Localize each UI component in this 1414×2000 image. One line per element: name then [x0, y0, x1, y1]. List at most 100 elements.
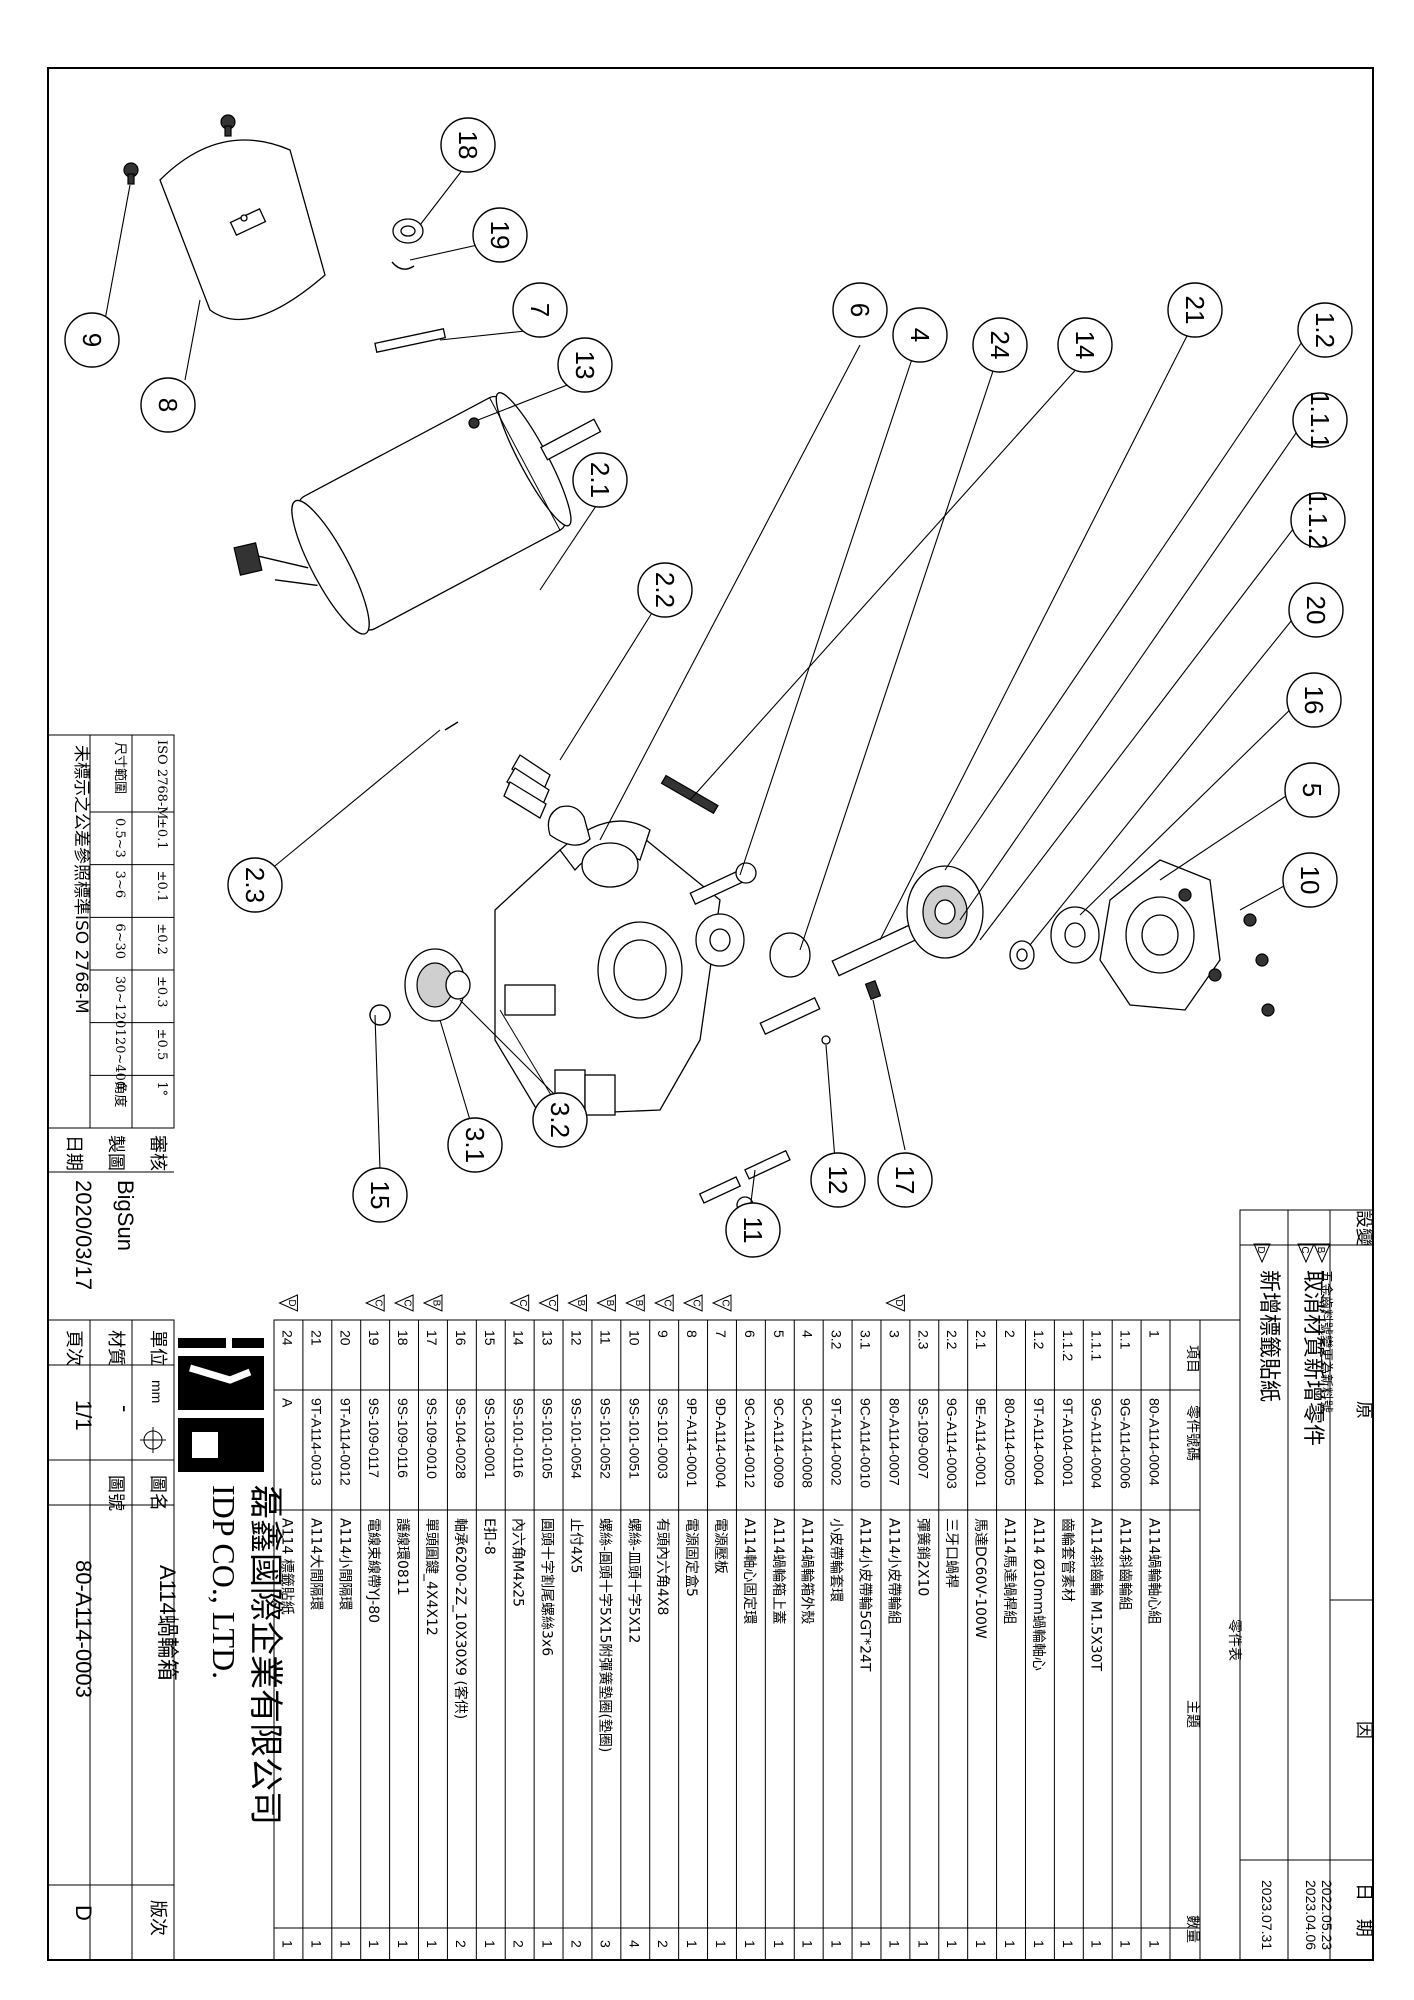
balloon-label: 1.1.2: [1303, 491, 1333, 549]
rev-c-text: 取消材質新增零件: [1301, 1270, 1326, 1446]
bom-part-name: 護線環0811: [394, 1518, 410, 1596]
bom-qty: 1: [915, 1940, 931, 1948]
bom-qty: 1: [858, 1940, 874, 1948]
drafter-value: BigSun: [113, 1180, 138, 1251]
tolerance-range: 120~400: [112, 1029, 127, 1090]
bom-item-number: 15: [482, 1330, 498, 1346]
bom-item-number: 21: [308, 1330, 324, 1346]
bom-qty: 1: [973, 1940, 989, 1948]
bom-item-number: 8: [684, 1330, 700, 1338]
worm-part: [503, 754, 551, 819]
balloon-6: 6: [832, 282, 888, 338]
balloon-1-1-2: 1.1.2: [1290, 491, 1346, 549]
revision-triangle: [393, 1294, 414, 1312]
bom-item-number: 20: [337, 1330, 353, 1346]
bom-item-number: 7: [713, 1330, 729, 1338]
revision-marker: B: [1313, 1243, 1331, 1264]
rev-header-change: 設變: [1353, 1210, 1374, 1246]
bom-part-name: A114 標籤貼紙: [278, 1518, 294, 1615]
balloon-label: 3.1: [460, 1127, 490, 1163]
bom-qty: 1: [279, 1940, 295, 1948]
bom-part-name: A114蝸輪軸心組: [1146, 1518, 1163, 1624]
unit-label: 單位: [147, 1330, 168, 1366]
balloon-16: 16: [1286, 672, 1342, 728]
bom-item-number: 1.1.1: [1089, 1330, 1105, 1361]
bom-item-number: 6: [742, 1330, 758, 1338]
balloon-4: 4: [892, 307, 948, 363]
bom-part-number: 80-A114-0005: [1002, 1398, 1018, 1486]
bom-part-name: 三牙口蝸桿: [943, 1518, 959, 1588]
projection-symbol: [140, 1427, 166, 1453]
rev-header-origin: 原: [1353, 1401, 1374, 1419]
bom-part-number: 9S-101-0116: [511, 1398, 527, 1478]
bom-part-number: 9S-101-0051: [626, 1398, 642, 1479]
revision-triangle: [509, 1294, 530, 1312]
version-value: D: [71, 1905, 96, 1921]
balloon-label: 19: [485, 221, 515, 250]
revision-triangle: [625, 1294, 645, 1312]
bom-qty: 1: [944, 1940, 960, 1948]
revision-triangle: [885, 1294, 905, 1312]
balloon-label: 1.1.1: [1305, 391, 1335, 449]
balloon-11: 11: [725, 1202, 781, 1258]
bom-qty: 1: [829, 1940, 845, 1948]
revision-mark: B: [1315, 1247, 1326, 1254]
helical-gear: [906, 865, 984, 959]
company-logo: [178, 1338, 264, 1472]
bom-item-number: 11: [597, 1330, 613, 1345]
bom-qty: 1: [771, 1940, 787, 1948]
tolerance-value: 1°: [154, 1081, 169, 1096]
revision-mark: C: [517, 1299, 528, 1306]
title-block: 單位 mm 圖名 A114蝸輪箱 版次 材質 - 圖號 頁次 1/1 80-A1…: [47, 1127, 180, 1961]
drawing-name: A114蝸輪箱: [155, 1565, 180, 1681]
balloon-21: 21: [1167, 282, 1223, 338]
tolerance-range: 3~6: [112, 871, 127, 898]
bom-qty: 4: [626, 1940, 642, 1948]
bom-item-number: 1.1.2: [1060, 1330, 1076, 1361]
revision-mark: B: [604, 1300, 615, 1307]
part-balloons: 1.21.1.11.1.22016510211424462.12.2713191…: [64, 117, 1353, 1258]
balloon-label: 17: [890, 1166, 920, 1195]
revision-mark: B: [430, 1300, 441, 1307]
bom-item-number: 3.2: [829, 1330, 845, 1350]
bom-part-number: 9D-A114-0004: [713, 1398, 729, 1488]
revision-mark: B: [633, 1300, 644, 1307]
balloon-2-3: 2.3: [227, 857, 283, 913]
tolerance-value: ±0.1: [154, 818, 169, 850]
drawing-no-label: 圖號: [105, 1475, 126, 1511]
bom-item-number: 2: [1002, 1330, 1018, 1338]
unit-value: mm: [149, 1380, 165, 1403]
bom-part-number: 9T-A104-0001: [1060, 1398, 1076, 1487]
bom-part-name: A114軸心固定環: [741, 1518, 757, 1624]
balloon-label: 15: [365, 1181, 395, 1210]
bill-of-materials-table: 零件表 項目 零件號碼 主題 數量 180-A114-0004A114蝸輪軸心組…: [273, 1294, 1242, 1961]
balloon-label: 3.2: [545, 1102, 575, 1138]
balloon-label: 1.2: [1310, 312, 1340, 348]
bom-part-name: 電線束線帶YJ-80: [365, 1518, 381, 1623]
bom-part-name: A114小皮帶輪組: [885, 1518, 902, 1624]
balloon-label: 9: [77, 333, 107, 347]
revision-mark: D: [1255, 1246, 1266, 1253]
bom-part-name: 有頭內六角4X8: [654, 1518, 670, 1615]
balloon-8: 8: [140, 377, 196, 433]
bom-part-name: 電源壓板: [712, 1518, 728, 1574]
balloon-12: 12: [810, 1152, 866, 1208]
balloon-13: 13: [557, 337, 613, 393]
balloon-label: 16: [1299, 686, 1329, 715]
bom-part-number: 9C-A114-0009: [771, 1398, 787, 1488]
balloon-9: 9: [64, 312, 120, 368]
bom-part-number: 9S-109-0116: [395, 1398, 411, 1478]
